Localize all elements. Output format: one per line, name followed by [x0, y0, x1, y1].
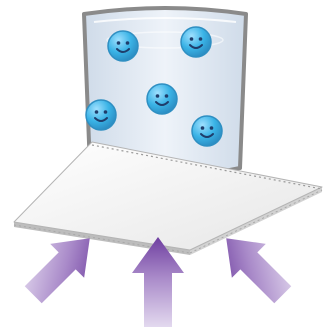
air-pressure-arrows [16, 221, 299, 327]
smiley-molecule-icon [181, 27, 211, 57]
smiley-molecule-icon [108, 31, 138, 61]
cardboard-sheet [14, 142, 322, 255]
smiley-molecule-icon [192, 116, 222, 146]
smiley-molecule-icon [86, 100, 116, 130]
smiley-molecule-icon [147, 84, 177, 114]
